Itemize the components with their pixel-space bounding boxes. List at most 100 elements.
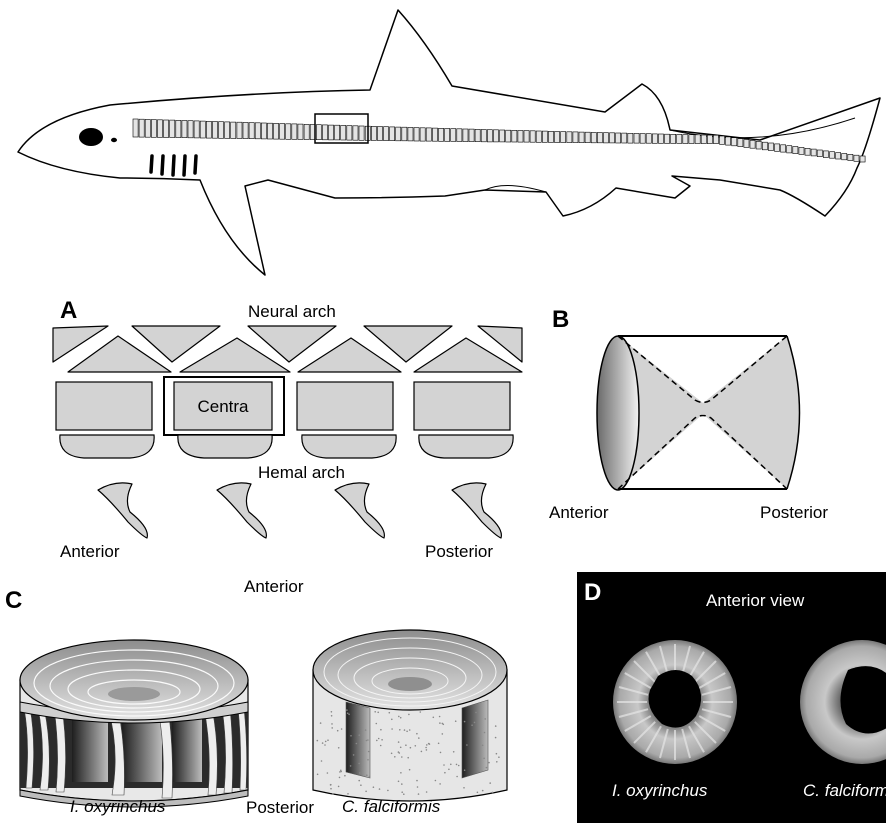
vertebra [536,131,541,142]
stipple-dot [331,711,333,713]
stipple-dot [471,724,473,726]
stipple-dot [317,740,319,742]
vertebra [542,131,547,142]
stipple-dot [391,753,393,755]
vertebra [793,147,798,154]
vertebra [219,122,224,139]
vertebra [451,129,456,142]
panel-d-species-right: C. falciformis [803,781,886,800]
vertebra [212,122,217,139]
stipple-dot [450,764,452,766]
stipple-dot [387,790,389,792]
vertebra [347,126,352,141]
vertebra [848,154,853,160]
stipple-dot [380,729,382,731]
panel-a: A Neural arch Centra Hemal arch [53,297,522,561]
stipple-dot [391,728,393,730]
stipple-dot [378,738,380,740]
stipple-dot [410,747,412,749]
vertebra [817,150,822,157]
vertebra [335,125,340,140]
stipple-dot [331,727,333,729]
stipple-dot [496,753,498,755]
stipple-dot [398,741,400,743]
vertebra [231,122,236,138]
stipple-dot [409,729,411,731]
vertebra [475,129,480,141]
vertebra [493,130,498,142]
stipple-dot [366,740,368,742]
stipple-dot [368,751,370,753]
vertebra [457,129,462,142]
stipple-dot [353,754,355,756]
stipple-dot [347,712,349,714]
stipple-dot [324,744,326,746]
vertebra [182,121,187,138]
vertebra [530,131,535,142]
stipple-dot [394,756,396,758]
stipple-dot [346,709,348,711]
shark-illustration [18,10,880,275]
stipple-dot [464,721,466,723]
vertebra [805,148,810,155]
vertebra [744,140,749,148]
vertebra [579,132,584,143]
stipple-dot [338,786,340,788]
stipple-dot [448,769,450,771]
stipple-dot [495,737,497,739]
vertebra [414,128,419,141]
stipple-dot [440,752,442,754]
stipple-dot [367,759,369,761]
vertebra [151,120,156,138]
panel-c-label: C [5,587,22,614]
panel-a-label: A [60,297,77,324]
vertebra [225,122,230,138]
panel-a-anterior-label: Anterior [60,542,120,561]
vertebra [200,121,205,138]
stipple-dot [438,743,440,745]
vertebra [445,129,450,142]
vertebra [371,126,376,140]
stipple-dot [360,784,362,786]
stipple-dot [400,772,402,774]
vertebra [469,129,474,142]
vertebra [439,128,444,141]
stipple-dot [484,718,486,720]
stipple-dot [482,745,484,747]
stipple-dot [453,751,455,753]
stipple-dot [376,723,378,725]
panel-d-title: Anterior view [706,591,805,610]
panel-d: D Anterior view I. oxyrinchus C. falcifo… [577,572,886,823]
stipple-dot [325,741,327,743]
stipple-dot [443,724,445,726]
stipple-dot [474,722,476,724]
vertebra [830,152,835,159]
vertebra [255,123,260,139]
stipple-dot [489,782,491,784]
stipple-dot [416,780,418,782]
vertebra [408,127,413,140]
stipple-dot [376,740,378,742]
stipple-dot [350,735,352,737]
stipple-dot [406,731,408,733]
vertebra [420,128,425,141]
panel-b-anterior-label: Anterior [549,503,609,522]
stipple-dot [337,730,339,732]
vertebra [689,135,694,144]
vertebra [359,126,364,140]
stipple-dot [391,719,393,721]
vertebra [738,139,743,147]
vertebra [463,129,468,142]
stipple-dot [466,744,468,746]
stipple-dot [408,714,410,716]
stipple-dot [339,777,341,779]
stipple-dot [377,712,379,714]
vertebra [145,119,150,137]
vertebra [836,153,841,159]
stipple-dot [400,747,402,749]
stipple-dot [458,765,460,767]
stipple-dot [379,788,381,790]
vertebra [665,134,670,143]
vertebra [616,133,621,143]
